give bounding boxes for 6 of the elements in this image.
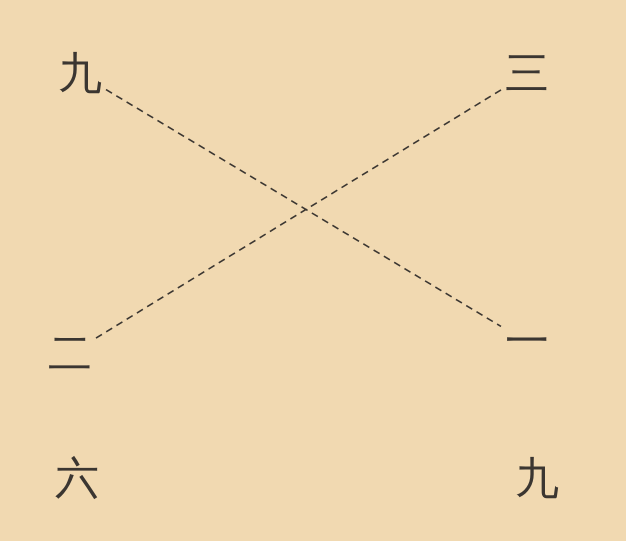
character-label: 三 — [505, 50, 549, 98]
character-label: 一 — [505, 318, 549, 366]
character-label: 九 — [58, 50, 102, 98]
character-label: 二 — [48, 330, 92, 378]
character-label: 九 — [515, 455, 559, 503]
character-label: 六 — [55, 455, 99, 503]
